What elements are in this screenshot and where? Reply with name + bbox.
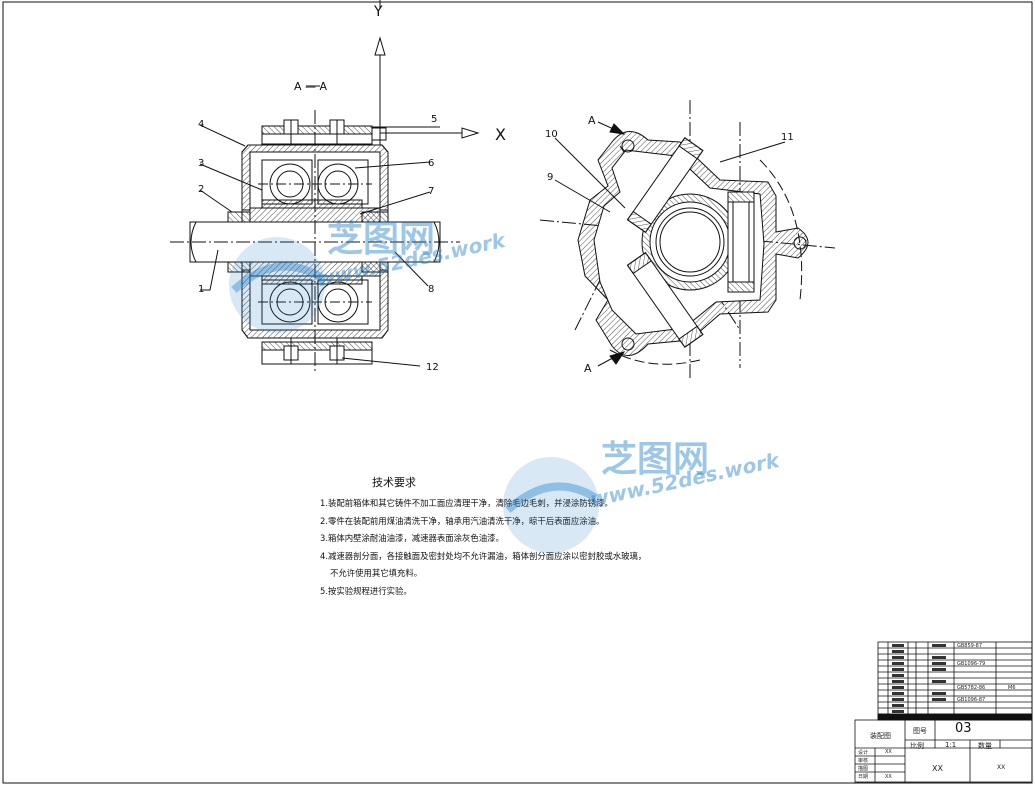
tech-item-3: 3.箱体内壁涂耐油油漆，减速器表面涂灰色油漆。	[320, 533, 504, 544]
tech-item-2: 2.零件在装配前用煤油清洗干净，轴承用汽油清洗干净，晾干后表面应涂油。	[320, 515, 605, 526]
scale-value: 1:1	[945, 741, 957, 749]
bom-note: M6	[1008, 685, 1016, 691]
drawing-number: 03	[955, 721, 972, 736]
checker-label: 审核	[858, 758, 869, 764]
part-no-8: 8	[428, 284, 434, 295]
bom-std-1: GB859-87	[957, 643, 983, 649]
tech-requirements-title: 技术要求	[372, 476, 416, 489]
scale-label: 比例	[910, 742, 924, 750]
tech-item-4-cont: 不允许使用其它填充料。	[330, 568, 423, 579]
tech-item-4: 4.减速器剖分面，各接触面及密封处均不允许漏油，箱体剖分面应涂以密封胶或水玻璃，	[320, 550, 647, 561]
title-no-label: 图号	[913, 727, 927, 735]
part-no-3: 3	[198, 158, 204, 169]
axis-y-label: Y	[373, 4, 383, 20]
bom-std-2: GB1096-79	[957, 661, 986, 667]
tech-item-1: 1.装配前箱体和其它铸件不加工面应清理干净，清除毛边毛刺，并浸涂防锈漆。	[320, 498, 613, 508]
date-value: XX	[885, 774, 892, 780]
section-view-left	[170, 0, 480, 372]
designer-label: 设计	[858, 750, 869, 756]
section-mark-a-bottom: A	[584, 362, 592, 375]
school-value: XX	[932, 764, 943, 773]
part-no-1: 1	[198, 284, 204, 295]
section-mark-a-top: A	[588, 114, 596, 127]
part-no-11: 11	[781, 132, 794, 143]
part-no-7: 7	[428, 186, 434, 197]
designer-value: XX	[885, 749, 892, 755]
bom-std-3: GB5782-86	[957, 685, 986, 691]
qty-label: 数量	[978, 742, 992, 750]
part-no-9: 9	[547, 172, 553, 183]
class-value: XX	[997, 764, 1006, 771]
tech-requirements-list: 1.装配前箱体和其它铸件不加工面应清理干净，清除毛边毛刺，并浸涂防锈漆。 2.零…	[320, 495, 646, 601]
part-no-4: 4	[198, 119, 204, 130]
title-name: 装配图	[870, 732, 891, 740]
bom-std-4: GB1096-87	[957, 697, 986, 703]
part-no-6: 6	[428, 158, 434, 169]
part-no-5: 5	[431, 114, 437, 125]
part-no-2: 2	[198, 184, 204, 195]
axis-x-label: X	[495, 125, 506, 144]
title-block	[854, 641, 1033, 783]
date-label: 日期	[858, 774, 869, 780]
part-no-10: 10	[545, 129, 558, 140]
section-label: A — A	[294, 80, 328, 93]
tech-item-5: 5.按实验规程进行实验。	[320, 585, 412, 596]
part-no-12: 12	[426, 362, 439, 373]
drafter-label: 描图	[858, 766, 869, 772]
end-view-right	[539, 100, 836, 380]
